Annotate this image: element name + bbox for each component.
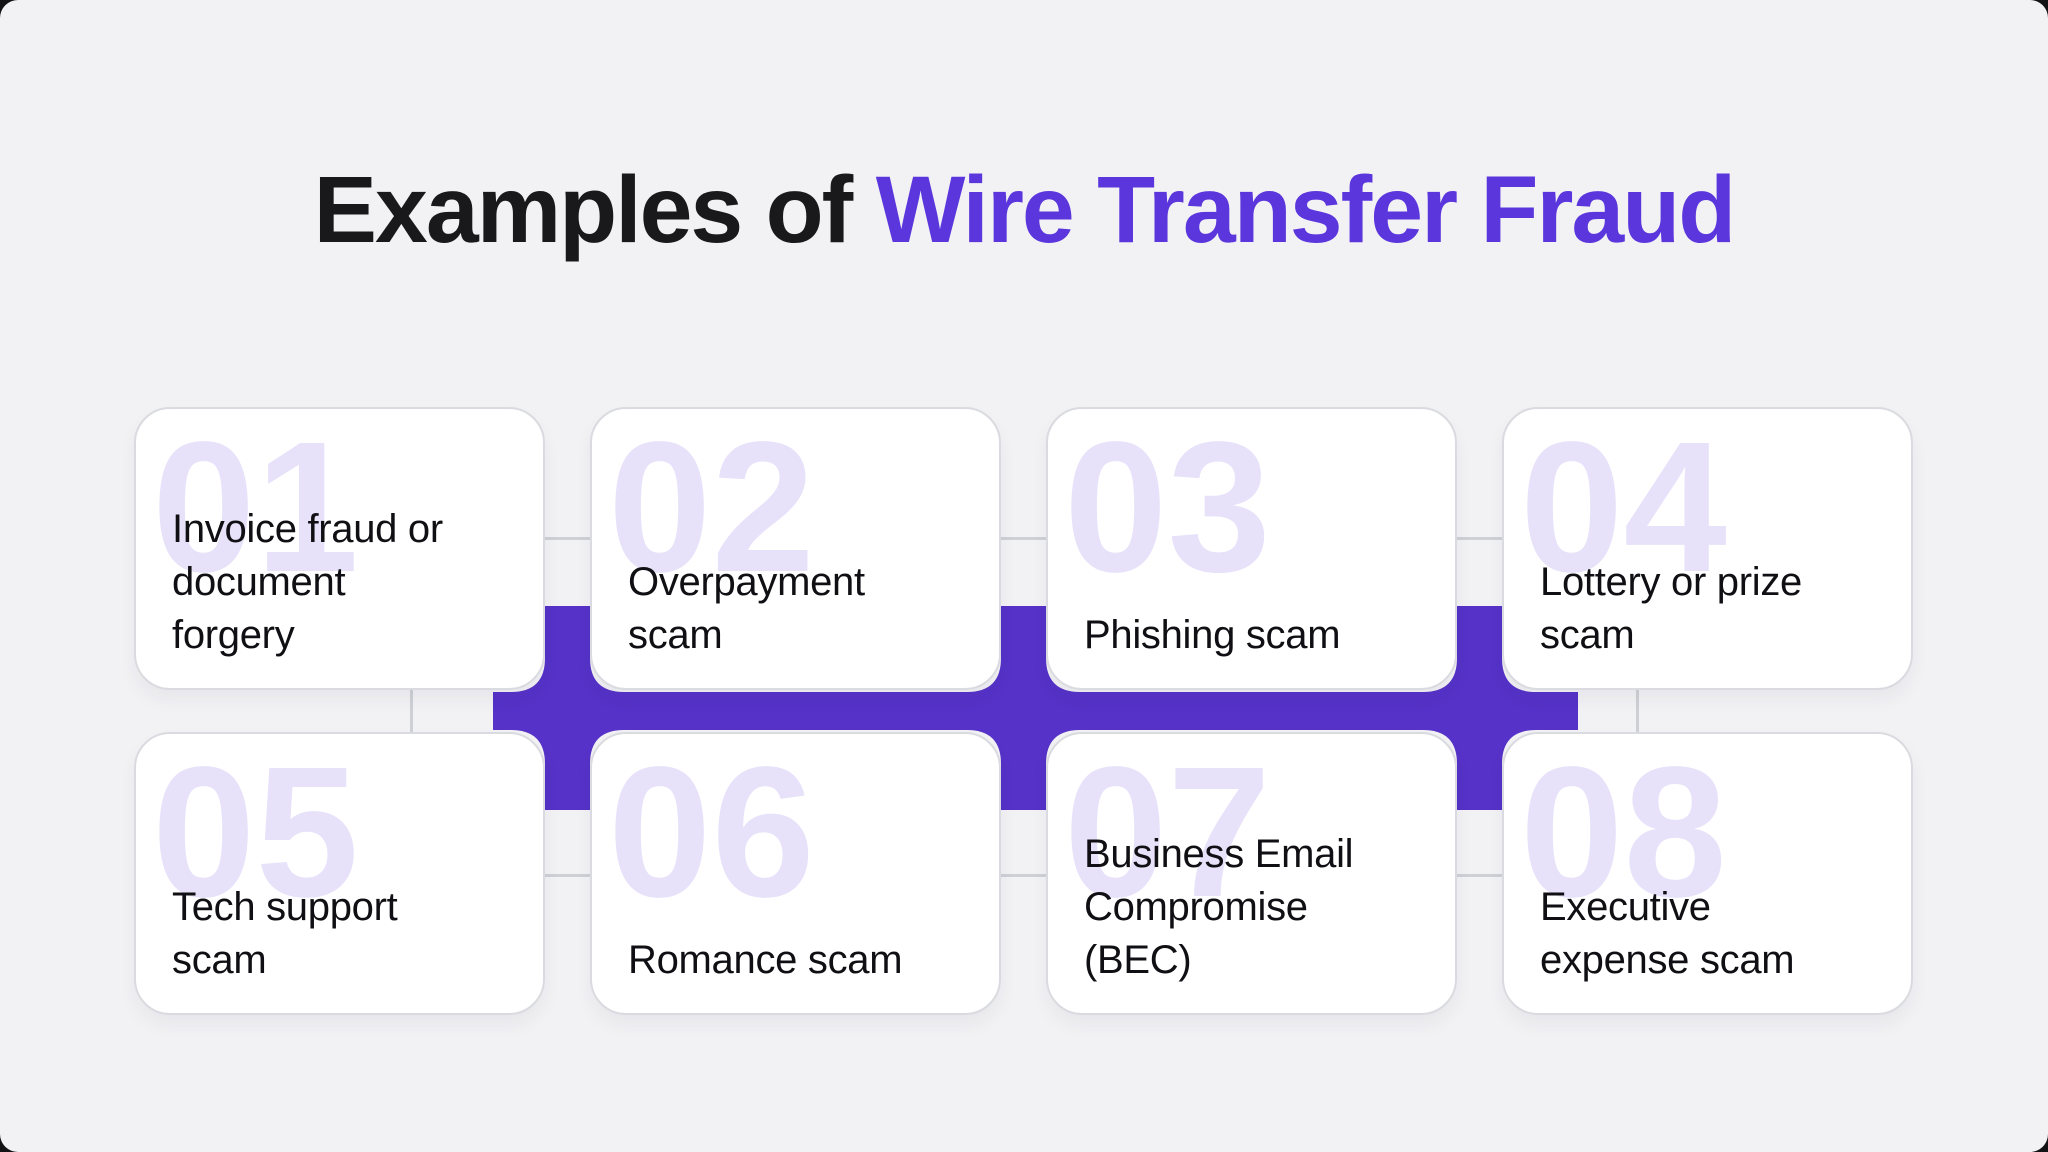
card-label: Tech support scam	[172, 885, 398, 982]
card-label: Romance scam	[628, 938, 903, 982]
card-label: Lottery or prize scam	[1540, 560, 1802, 657]
connector-line	[410, 688, 413, 734]
connector-line	[999, 874, 1048, 877]
connector-line	[543, 537, 592, 540]
connector-line	[1636, 688, 1639, 734]
card-number: 06	[608, 732, 815, 936]
connector-line	[999, 537, 1048, 540]
card-label: Business Email Compromise (BEC)	[1084, 832, 1354, 982]
card-number: 02	[608, 407, 815, 611]
card-number: 05	[152, 732, 359, 936]
card-number: 03	[1064, 407, 1271, 611]
card-label: Executive expense scam	[1540, 885, 1795, 982]
title-highlight: Wire Transfer Fraud	[875, 157, 1737, 263]
card-number: 08	[1520, 732, 1727, 936]
connector-line	[1455, 874, 1504, 877]
connector-line	[543, 874, 592, 877]
connector-line	[1455, 537, 1504, 540]
card-label: Overpayment scam	[628, 560, 865, 657]
card-label: Invoice fraud or document forgery	[172, 507, 443, 657]
title-prefix: Examples of	[313, 157, 854, 263]
card-number: 04	[1520, 407, 1727, 611]
card-label: Phishing scam	[1084, 613, 1341, 657]
card-number: 07	[1064, 732, 1271, 936]
page-title: Examples of Wire Transfer Fraud	[0, 158, 2048, 263]
card-number: 01	[152, 407, 359, 611]
